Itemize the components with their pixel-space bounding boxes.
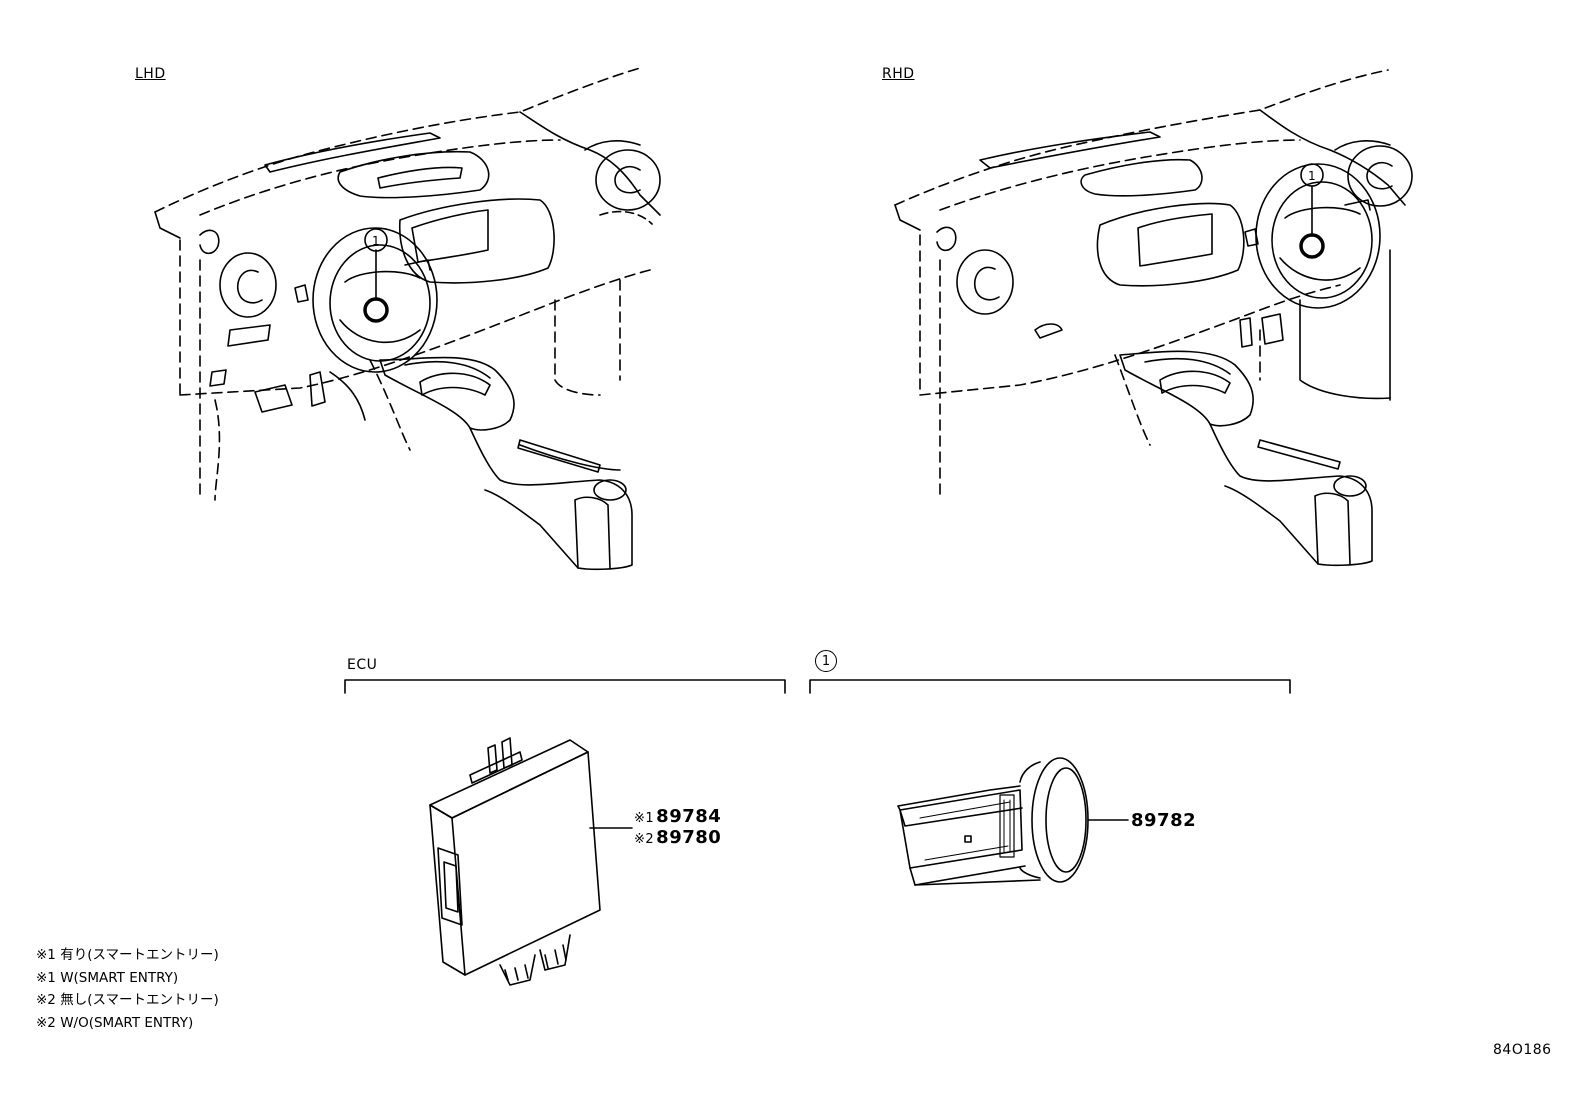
ecu-part1-text: 89784 <box>656 806 722 827</box>
figure-id: 84O186 <box>1493 1042 1552 1058</box>
rhd-dashboard-illustration: 1 <box>894 69 1413 567</box>
svg-text:1: 1 <box>1308 169 1316 183</box>
footnote-3: ※2 無し(スマートエントリー) <box>36 992 219 1008</box>
ecu-module-illustration <box>429 737 633 986</box>
switch-part-number[interactable]: 89782 <box>1131 810 1197 831</box>
ecu-part2-text: 89780 <box>656 827 722 848</box>
ecu-note2-mark: ※2 <box>634 832 655 847</box>
ecu-group-label: ECU <box>347 657 378 673</box>
lhd-label: LHD <box>135 66 166 82</box>
footnote-4: ※2 W/O(SMART ENTRY) <box>36 1014 194 1031</box>
engine-switch-illustration <box>897 757 1129 886</box>
switch-group-bracket <box>809 679 1291 694</box>
footnotes: ※1 有り(スマートエントリー) ※1 W(SMART ENTRY) ※2 無し… <box>36 944 219 1034</box>
footnote-2: ※1 W(SMART ENTRY) <box>36 969 179 986</box>
ecu-note1-mark: ※1 <box>634 811 655 826</box>
rhd-label: RHD <box>882 66 915 82</box>
svg-text:1: 1 <box>372 234 380 248</box>
ref-number-circle: 1 <box>815 650 837 672</box>
footnote-1: ※1 有り(スマートエントリー) <box>36 947 219 963</box>
ecu-group-bracket <box>344 679 786 694</box>
lhd-dashboard-illustration: 1 <box>154 67 661 571</box>
